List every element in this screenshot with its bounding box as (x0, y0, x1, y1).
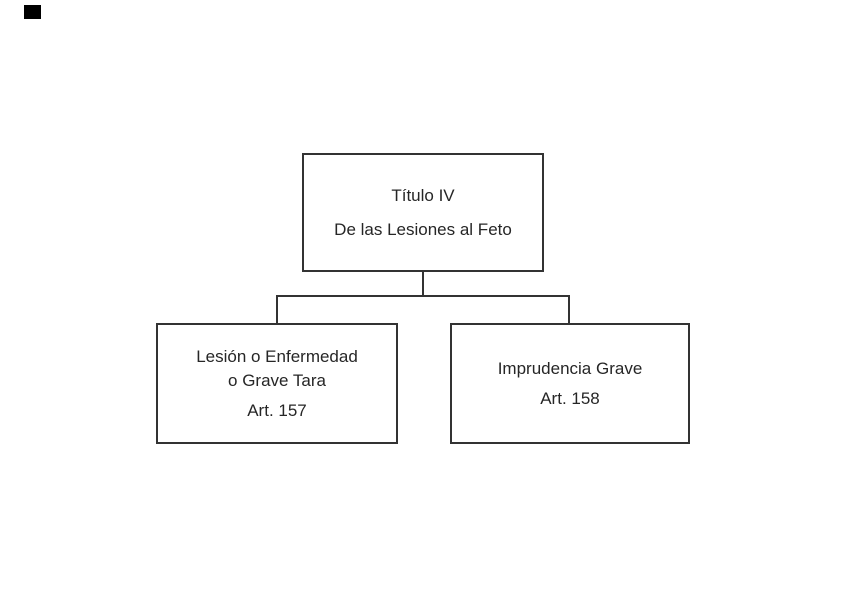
node-imprudencia-article: Art. 158 (540, 388, 600, 408)
node-titulo-iv: Título IV De las Lesiones al Feto (302, 153, 544, 272)
node-imprudencia-line1: Imprudencia Grave (497, 358, 643, 378)
connector-left-stub (276, 295, 278, 323)
node-lesion-article: Art. 157 (247, 400, 307, 420)
connector-root-stub (422, 270, 424, 297)
node-lesion-line1: Lesión o Enfermedad (196, 346, 358, 366)
connector-horizontal-rail (276, 295, 570, 297)
node-imprudencia-grave: Imprudencia Grave Art. 158 (450, 323, 690, 444)
node-lesion-enfermedad: Lesión o Enfermedad o Grave Tara Art. 15… (156, 323, 398, 444)
node-lesion-line2: o Grave Tara (228, 370, 326, 390)
connector-right-stub (568, 295, 570, 323)
corner-marker-square (24, 5, 41, 19)
node-titulo-iv-subtitle: De las Lesiones al Feto (334, 219, 512, 239)
node-titulo-iv-title: Título IV (391, 185, 455, 205)
